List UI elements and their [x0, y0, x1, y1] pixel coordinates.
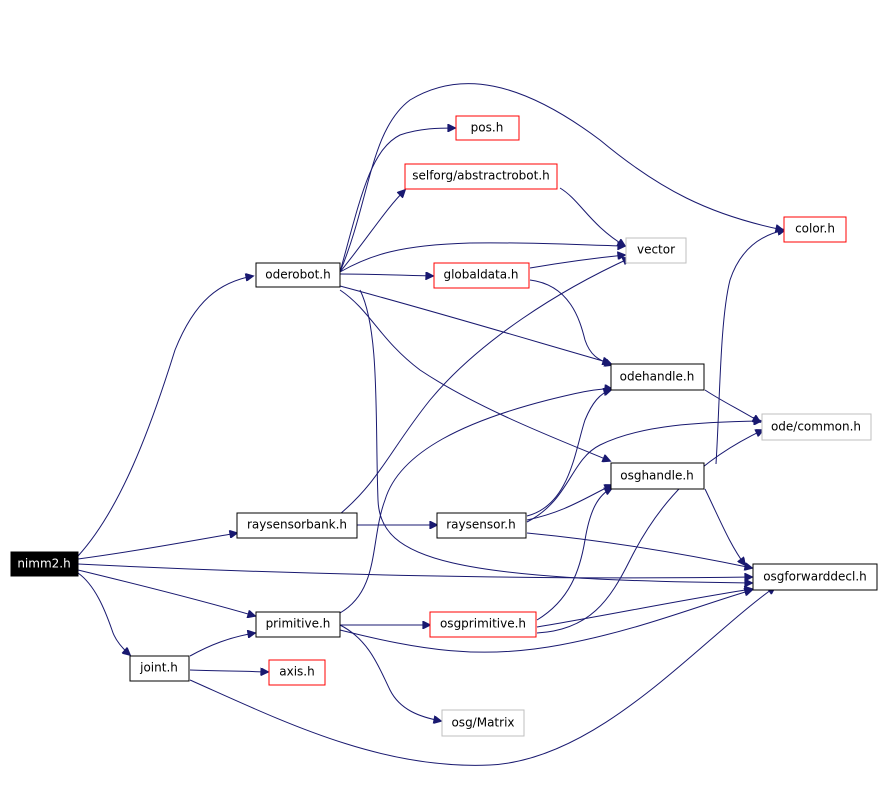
node-label: osg/Matrix: [451, 716, 514, 730]
edge-raysensor-osghandle: [526, 485, 612, 521]
edge-oderobot-abstractrobot: [339, 190, 405, 273]
node-axis[interactable]: axis.h: [268, 659, 326, 686]
edge-raysensor-odehandle: [526, 390, 611, 517]
node-label: osgforwarddecl.h: [763, 570, 867, 584]
edge-globaldata-vector: [529, 255, 625, 269]
node-color[interactable]: color.h: [783, 216, 847, 243]
node-osghandle[interactable]: osghandle.h: [610, 462, 705, 490]
edge-raysensor-odecommon: [526, 421, 761, 523]
node-label: vector: [637, 243, 675, 257]
node-layer: nimm2.h oderobot.h raysensorbank.h primi…: [10, 115, 878, 737]
node-odehandle[interactable]: odehandle.h: [610, 363, 705, 391]
node-label: globaldata.h: [443, 268, 518, 282]
node-label: osghandle.h: [620, 469, 694, 483]
edge-raysensor-osgforwarddecl: [526, 532, 752, 568]
node-label: osgprimitive.h: [440, 617, 526, 631]
node-osgmatrix[interactable]: osg/Matrix: [441, 709, 525, 737]
edge-osghandle-osgforwarddecl: [704, 488, 745, 565]
node-label: axis.h: [279, 665, 314, 679]
node-odecommon[interactable]: ode/common.h: [761, 413, 872, 441]
node-pos[interactable]: pos.h: [455, 115, 520, 141]
edge-primitive-odehandle: [339, 389, 612, 614]
edge-oderobot-osgforwarddecl: [359, 289, 752, 583]
node-label: selforg/abstractrobot.h: [412, 169, 550, 183]
edge-nimm2-primitive: [77, 569, 255, 616]
node-primitive[interactable]: primitive.h: [255, 611, 341, 638]
edge-joint-axis: [189, 670, 268, 672]
node-label: color.h: [795, 222, 835, 236]
edge-nimm2-raysensorbank: [77, 533, 237, 560]
edge-joint-primitive: [189, 633, 255, 657]
edge-odehandle-odecommon: [704, 389, 760, 422]
edge-oderobot-osghandle: [339, 289, 610, 461]
node-vector[interactable]: vector: [625, 237, 687, 264]
edge-primitive-osgmatrix: [339, 624, 441, 721]
node-label: oderobot.h: [265, 268, 330, 282]
node-label: raysensor.h: [446, 518, 515, 532]
edge-layer: [77, 83, 785, 766]
node-label: ode/common.h: [771, 420, 861, 434]
node-label: primitive.h: [266, 617, 331, 631]
edge-osgprimitive-odecommon: [536, 430, 763, 634]
node-label: odehandle.h: [620, 370, 695, 384]
edge-raysensorbank-vector: [339, 258, 630, 515]
node-raysensorbank[interactable]: raysensorbank.h: [236, 512, 358, 539]
node-joint[interactable]: joint.h: [129, 655, 190, 682]
edge-oderobot-vector: [339, 243, 625, 273]
edge-oderobot-color: [339, 83, 783, 273]
node-raysensor[interactable]: raysensor.h: [436, 512, 527, 539]
node-label: raysensorbank.h: [247, 518, 347, 532]
edge-oderobot-odehandle: [339, 285, 610, 363]
node-nimm2[interactable]: nimm2.h: [10, 551, 79, 577]
node-globaldata[interactable]: globaldata.h: [433, 262, 530, 289]
node-osgprimitive[interactable]: osgprimitive.h: [429, 611, 537, 638]
node-osgforwarddecl[interactable]: osgforwarddecl.h: [752, 563, 878, 591]
edge-nimm2-joint: [77, 572, 130, 655]
edge-nimm2-osgforwarddecl: [77, 563, 752, 578]
edge-globaldata-odehandle: [529, 279, 612, 365]
edge-oderobot-globaldata: [339, 274, 433, 276]
node-abstractrobot[interactable]: selforg/abstractrobot.h: [404, 163, 558, 190]
edge-osgprimitive-osghandle: [536, 488, 612, 621]
node-label: pos.h: [471, 121, 504, 135]
edge-oderobot-pos: [339, 128, 455, 273]
node-oderobot[interactable]: oderobot.h: [255, 262, 341, 288]
edge-joint-osgforwarddecl: [189, 587, 775, 766]
edge-osgprimitive-osgforwarddecl: [536, 589, 752, 628]
edge-primitive-osgforwarddecl: [339, 590, 752, 653]
edge-abstractrobot-vector: [559, 187, 625, 246]
edge-osghandle-color: [715, 230, 785, 465]
node-label: joint.h: [139, 661, 178, 675]
node-label: nimm2.h: [17, 557, 70, 571]
edge-nimm2-oderobot: [77, 276, 253, 557]
